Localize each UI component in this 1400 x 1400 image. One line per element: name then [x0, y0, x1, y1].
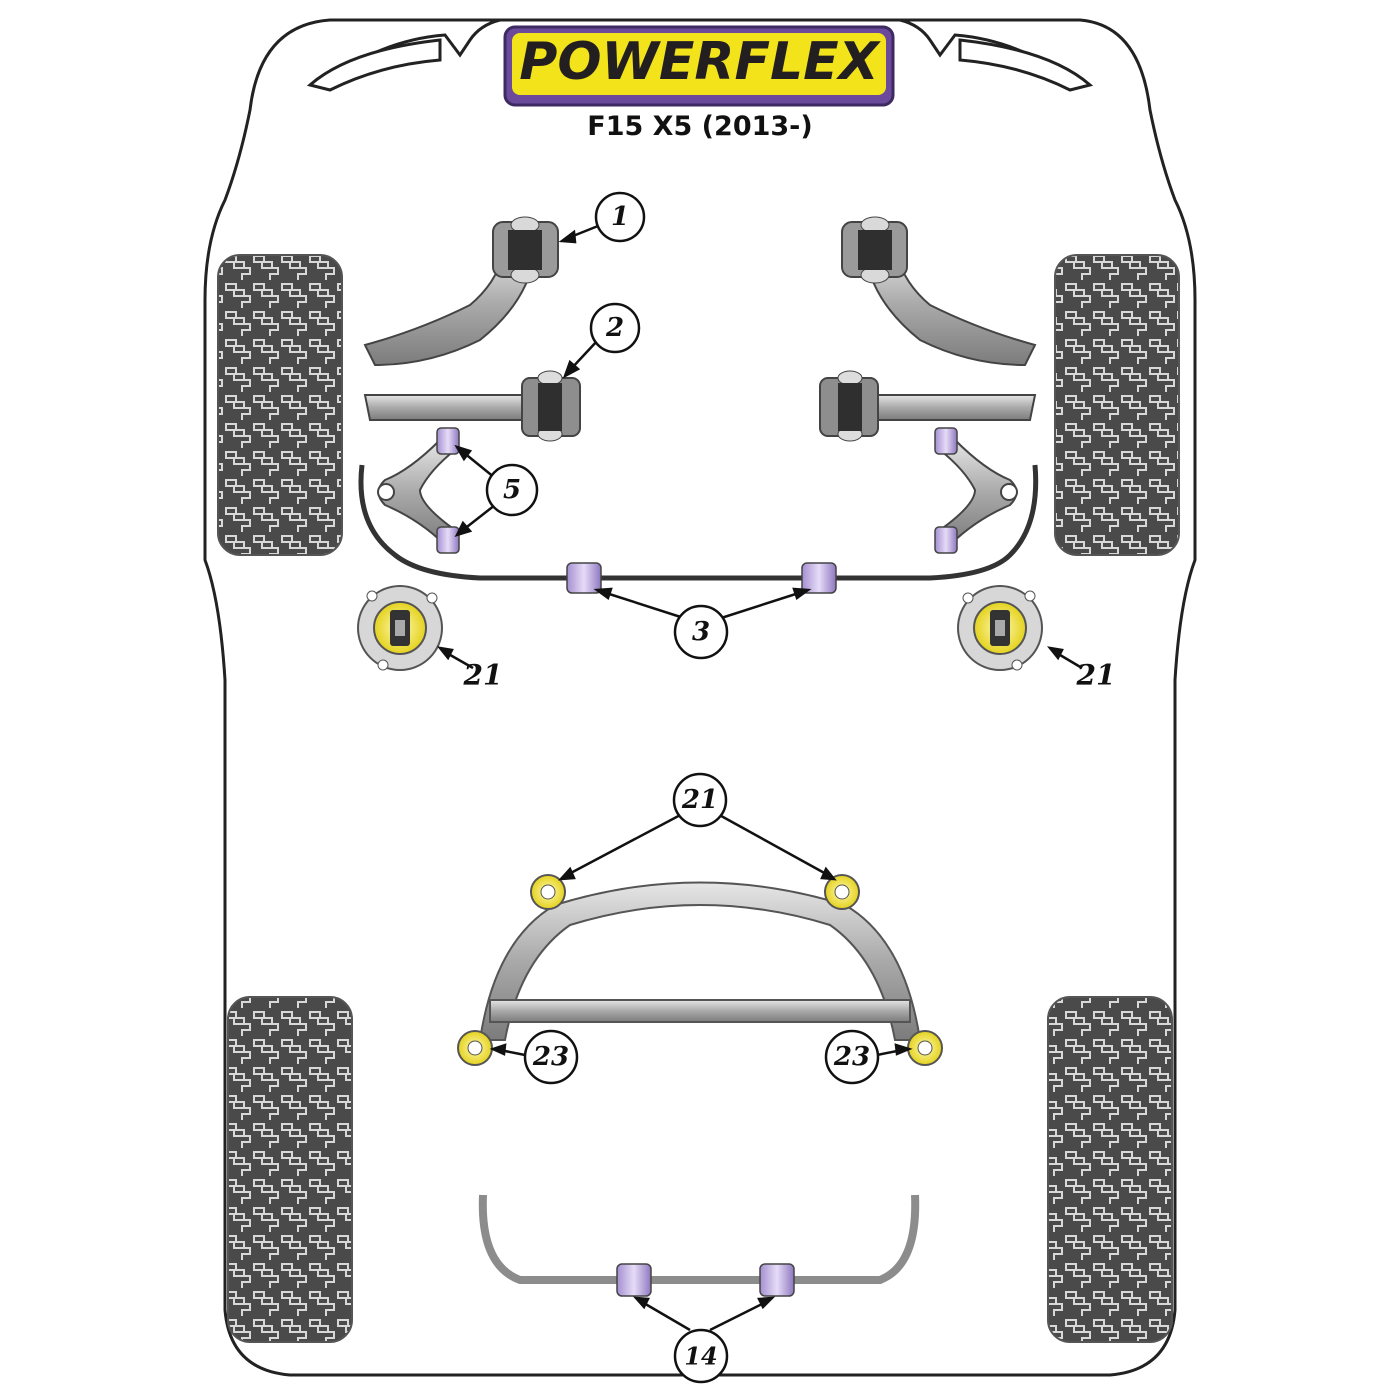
car-body-outline — [203, 18, 1197, 1377]
right-mirror-cutout — [958, 38, 1094, 92]
svg-text:21: 21 — [1076, 659, 1116, 692]
svg-text:3: 3 — [692, 617, 710, 647]
front-anti-roll-bar-icon — [358, 464, 1039, 581]
rear-subframe-icon — [457, 874, 943, 1066]
rear-left-tyre-icon — [227, 996, 353, 1343]
callout-21-center: 21 — [672, 772, 728, 828]
vehicle-subtitle: F15 X5 (2013-) — [587, 111, 812, 142]
svg-text:5: 5 — [503, 475, 521, 505]
left-mirror-cutout — [306, 38, 442, 92]
svg-text:23: 23 — [833, 1042, 870, 1072]
logo-text: POWERFLEX — [519, 32, 881, 92]
front-right-lower-arm-icon — [819, 370, 1037, 442]
front-arb-bush-right-icon — [801, 562, 837, 594]
rear-anti-roll-bar-icon — [478, 1194, 920, 1284]
front-arb-bush-left-icon — [566, 562, 602, 594]
callout-3: 3 — [673, 604, 729, 660]
front-left-upper-arm-icon — [363, 216, 559, 367]
svg-text:2: 2 — [605, 313, 624, 343]
callout-2: 2 — [589, 302, 641, 354]
svg-text:1: 1 — [611, 202, 629, 232]
leader-lines — [436, 224, 1083, 1332]
front-left-wishbone-icon — [377, 427, 460, 554]
front-left-tyre-icon — [217, 254, 343, 556]
powerflex-logo: POWERFLEX — [503, 25, 895, 107]
callout-21-right: 21 — [1076, 659, 1116, 692]
svg-text:14: 14 — [684, 1342, 717, 1371]
left-top-mount-icon — [357, 585, 443, 671]
callout-23-right: 23 — [824, 1029, 880, 1085]
front-left-lower-arm-icon — [363, 370, 581, 442]
svg-text:21: 21 — [681, 785, 718, 815]
callout-14: 14 — [673, 1328, 729, 1384]
svg-text:21: 21 — [463, 659, 503, 692]
front-right-wishbone-icon — [934, 427, 1018, 554]
callout-5: 5 — [485, 463, 539, 517]
svg-text:23: 23 — [532, 1042, 569, 1072]
front-right-tyre-icon — [1054, 254, 1180, 556]
callout-21-left: 21 — [463, 659, 503, 692]
rear-arb-bush-right-icon — [759, 1263, 795, 1297]
rear-right-tyre-icon — [1047, 996, 1173, 1343]
rear-arb-bush-left-icon — [616, 1263, 652, 1297]
front-right-upper-arm-icon — [841, 216, 1037, 367]
right-top-mount-icon — [957, 585, 1043, 671]
callout-1: 1 — [594, 191, 646, 243]
callout-23-left: 23 — [523, 1029, 579, 1085]
